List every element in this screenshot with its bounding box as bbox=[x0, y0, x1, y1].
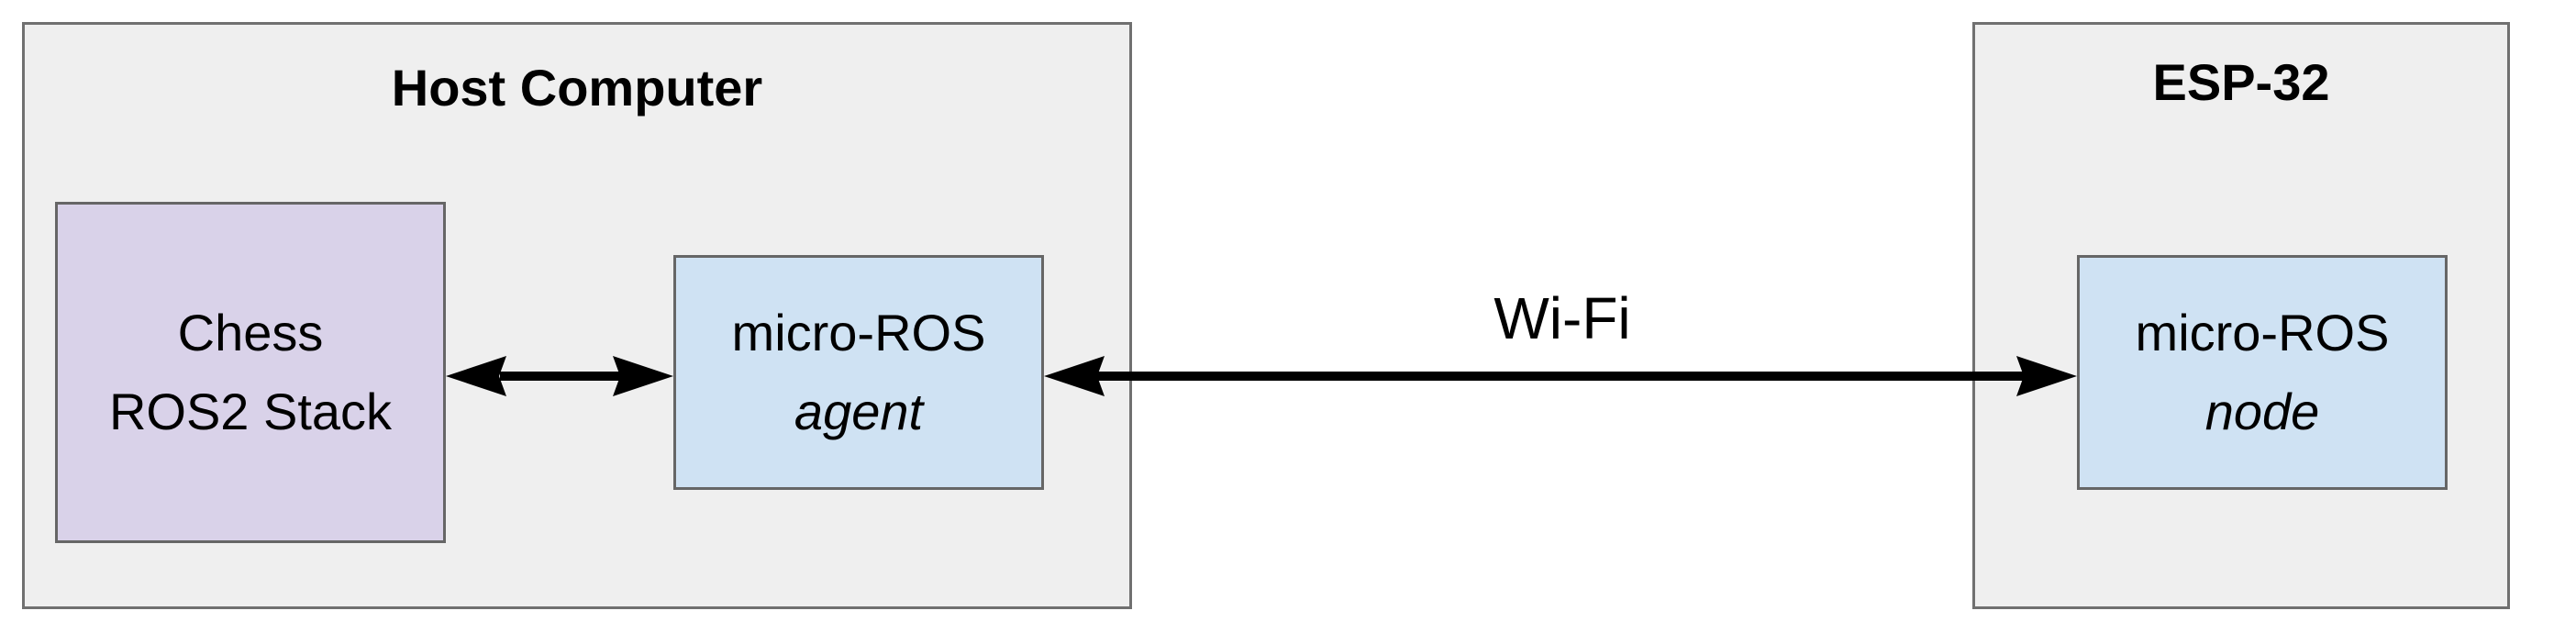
agent-node-line1: micro-ROS bbox=[731, 304, 986, 361]
chess-node-line1: Chess bbox=[177, 304, 324, 361]
chess-node-line2: ROS2 Stack bbox=[108, 383, 393, 440]
node-node-line1: micro-ROS bbox=[2135, 304, 2390, 361]
node-node-line2: node bbox=[2204, 383, 2320, 440]
esp32-title: ESP-32 bbox=[2152, 53, 2330, 111]
agent-node-line2: agent bbox=[794, 383, 924, 440]
host-computer-title: Host Computer bbox=[391, 59, 763, 117]
chess-ros2-stack-node: Chess ROS2 Stack bbox=[55, 202, 446, 543]
micro-ros-agent-node: micro-ROS agent bbox=[673, 255, 1044, 490]
micro-ros-node-node: micro-ROS node bbox=[2077, 255, 2448, 490]
wifi-edge-label: Wi-Fi bbox=[1493, 285, 1631, 351]
